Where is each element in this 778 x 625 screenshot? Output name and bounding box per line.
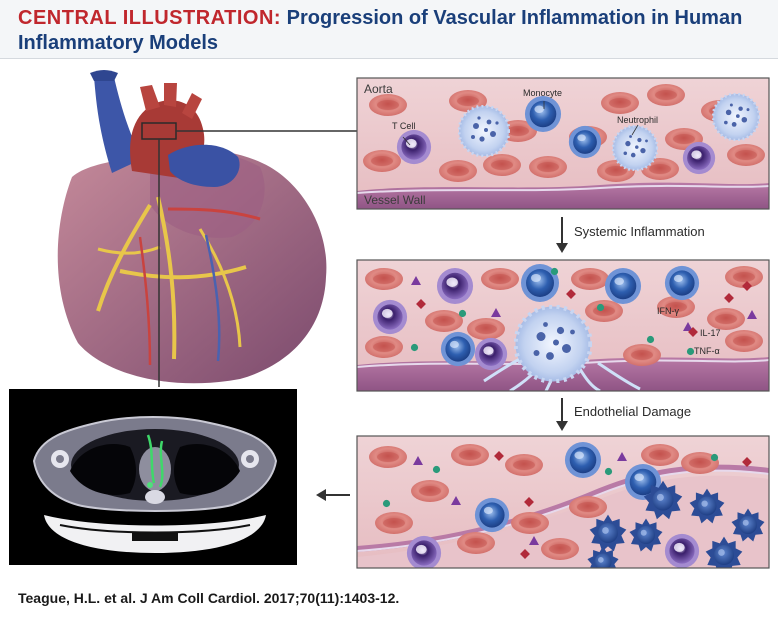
citation-text: Teague, H.L. et al. J Am Coll Cardiol. 2… [18, 590, 400, 606]
step2-arrow [556, 398, 568, 431]
t-cell-label: T Cell [392, 121, 416, 131]
title-text-1: Progression of Vascular Inflammation in … [286, 7, 743, 29]
brand-label: CENTRAL ILLUSTRATION: [18, 7, 282, 29]
aorta-label: Aorta [364, 82, 393, 96]
il17-label: IL-17 [700, 328, 721, 338]
title-text-2: Inflammatory Models [18, 32, 219, 54]
aorta-panel-border [356, 77, 770, 210]
step1-arrow [556, 217, 568, 253]
endothelial-damage-step: Endothelial Damage [574, 404, 692, 419]
illustration-canvas [9, 70, 770, 569]
vessel-wall-label: Vessel Wall [364, 193, 426, 207]
header-bar: CENTRAL ILLUSTRATION: Progression of Vas… [0, 0, 778, 59]
aorta-panel [357, 78, 769, 209]
heart-illustration [57, 70, 327, 384]
to-ct-arrow [316, 489, 350, 501]
ifn-gamma-label: IFN-γ [657, 306, 679, 316]
systemic-panel-border [356, 259, 770, 392]
neutrophil-label: Neutrophil [617, 115, 659, 125]
monocyte-label: Monocyte [523, 88, 563, 98]
tnf-alpha-label: TNF-α [694, 346, 720, 356]
endothelial-panel-border [356, 435, 770, 569]
endothelial-damage-panel [357, 436, 769, 568]
systemic-inflammation-step: Systemic Inflammation [574, 224, 705, 239]
ct-scan-image [9, 389, 297, 565]
systemic-inflammation-panel [357, 260, 769, 391]
title-line-1: CENTRAL ILLUSTRATION: Progression of Vas… [18, 6, 742, 30]
